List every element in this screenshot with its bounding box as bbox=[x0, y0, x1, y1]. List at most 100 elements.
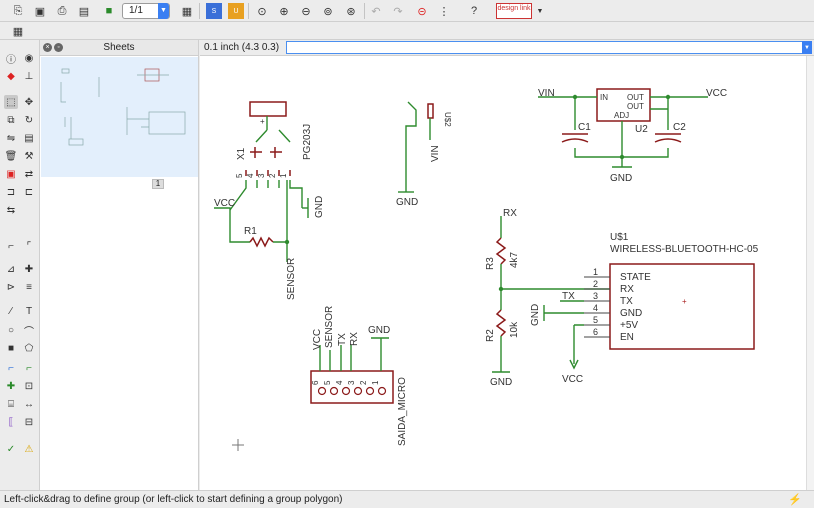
open-icon[interactable]: ⎘ bbox=[13, 4, 23, 17]
schematic-area: 0.1 inch (4.3 0.3) ▼ + X1 PG203J GND bbox=[200, 40, 814, 490]
x1-pin-2: 2 bbox=[268, 173, 277, 178]
vertical-scrollbar[interactable] bbox=[806, 56, 814, 490]
reg-out2-label: OUT bbox=[627, 102, 644, 111]
wrench-icon[interactable]: ⚒ bbox=[24, 150, 34, 162]
group-icon[interactable]: ⬚ bbox=[4, 95, 18, 109]
net-icon[interactable]: ⌐ bbox=[8, 362, 14, 374]
undo-icon[interactable]: ↶ bbox=[371, 5, 381, 18]
saida-micro-connector[interactable]: VCC SENSOR TX RX GND SAIDA_MICRO bbox=[310, 306, 408, 446]
command-line-input[interactable]: ▼ bbox=[286, 41, 812, 54]
info-icon[interactable]: ⓘ bbox=[6, 54, 16, 66]
stop-icon[interactable]: ⊝ bbox=[417, 5, 427, 18]
u1-ref-label: U$1 bbox=[610, 232, 629, 243]
smash-icon[interactable]: ✚ bbox=[24, 263, 34, 275]
text-icon[interactable]: T bbox=[25, 305, 33, 317]
add-icon[interactable]: ▣ bbox=[6, 168, 16, 180]
saida-micro-label: SAIDA_MICRO bbox=[397, 377, 408, 446]
bus-icon[interactable]: ⌐ bbox=[26, 362, 32, 374]
frame-icon[interactable]: ⟦ bbox=[8, 416, 14, 428]
x1-switch[interactable]: + X1 PG203J GND bbox=[229, 101, 325, 242]
mirror-icon[interactable]: ⇋ bbox=[6, 132, 16, 144]
circle-icon[interactable]: ○ bbox=[7, 324, 15, 336]
eye-icon[interactable]: ◉ bbox=[24, 52, 34, 64]
erc-icon[interactable]: ✓ bbox=[6, 443, 16, 455]
help-icon[interactable]: ? bbox=[470, 5, 478, 17]
board-switch-icon[interactable]: ■ bbox=[105, 5, 113, 17]
page-value: 1/1 bbox=[129, 5, 143, 16]
value-icon[interactable]: ⊳ bbox=[6, 281, 16, 293]
conn-pin-1: 1 bbox=[371, 380, 380, 385]
split-icon[interactable]: ⌐ bbox=[8, 240, 14, 252]
conn-tx-label: TX bbox=[337, 333, 348, 346]
attribute-icon[interactable]: ⌸ bbox=[8, 398, 14, 410]
reg-out1-label: OUT bbox=[627, 93, 644, 102]
chevron-down-icon[interactable]: ▼ bbox=[536, 7, 544, 15]
sheets-header: × ◦ Sheets bbox=[40, 40, 198, 56]
coordinate-display: 0.1 inch (4.3 0.3) bbox=[204, 42, 280, 53]
design-link-button[interactable]: design link bbox=[496, 3, 532, 19]
pause-icon[interactable]: ⋮ bbox=[438, 5, 450, 18]
r2-r3-divider[interactable]: RX R3 4k7 R2 10k GND bbox=[485, 208, 610, 388]
conn-pin-2: 2 bbox=[359, 380, 368, 385]
x1-pin-3: 3 bbox=[257, 173, 266, 178]
vcc-r1-label: VCC bbox=[214, 198, 235, 209]
redo-icon[interactable]: ↷ bbox=[393, 5, 403, 18]
r2-label: R2 bbox=[485, 329, 496, 342]
name-icon[interactable]: ≡ bbox=[26, 281, 32, 293]
invoke-icon[interactable]: ⊐ bbox=[6, 186, 16, 198]
save-icon[interactable]: ▣ bbox=[34, 5, 46, 18]
polygon-icon[interactable]: ⬠ bbox=[24, 342, 34, 354]
paste-icon[interactable]: ▤ bbox=[24, 132, 34, 144]
rect-icon[interactable]: ■ bbox=[7, 342, 15, 354]
u2-ref-part[interactable]: U$2 VIN GND bbox=[396, 101, 452, 208]
junction-icon[interactable]: ✚ bbox=[6, 380, 16, 392]
zoom-in-icon[interactable]: ⊕ bbox=[279, 5, 289, 18]
cam-icon[interactable]: ▤ bbox=[78, 5, 90, 18]
bt-pin-num-1: 1 bbox=[593, 267, 598, 277]
u2-regulator[interactable]: VIN VCC IN OUT OUT ADJ U2 C1 C2 GND bbox=[538, 88, 727, 184]
mark-icon[interactable]: ⊥ bbox=[24, 70, 34, 82]
script-icon[interactable]: S bbox=[206, 3, 222, 19]
r1-resistor[interactable]: VCC R1 SENSOR bbox=[214, 198, 297, 300]
close-icon[interactable]: × bbox=[43, 43, 52, 52]
dimension-icon[interactable]: ↔ bbox=[24, 398, 34, 410]
rotate-icon[interactable]: ↻ bbox=[24, 114, 34, 126]
delete-icon[interactable]: 🗑 bbox=[4, 150, 18, 162]
zoom-out-icon[interactable]: ⊖ bbox=[301, 5, 311, 18]
sheet-thumbnail-preview bbox=[60, 68, 186, 146]
schematic-canvas[interactable]: + X1 PG203J GND 5 4 3 2 1 bbox=[200, 56, 814, 490]
chevron-down-icon[interactable]: ▼ bbox=[802, 41, 812, 54]
zoom-last-icon[interactable]: ⊚ bbox=[323, 5, 333, 18]
gateswap-icon[interactable]: ⊏ bbox=[24, 186, 34, 198]
line-icon[interactable]: ∕ bbox=[10, 305, 12, 317]
page-selector[interactable]: 1/1 ▼ bbox=[122, 3, 170, 19]
float-icon[interactable]: ◦ bbox=[54, 43, 63, 52]
page-icon[interactable]: ▦ bbox=[181, 5, 193, 18]
print-icon[interactable]: ⎙ bbox=[57, 4, 67, 17]
conn-rx-label: RX bbox=[349, 332, 360, 346]
pinswap-icon[interactable]: ⇆ bbox=[6, 204, 16, 216]
warning-icon[interactable]: ⚠ bbox=[24, 443, 34, 455]
sheets-panel: × ◦ Sheets 1 bbox=[40, 40, 199, 490]
zoom-fit-icon[interactable]: ⊙ bbox=[257, 5, 267, 18]
module-icon[interactable]: ⊟ bbox=[24, 416, 34, 428]
coordinate-bar: 0.1 inch (4.3 0.3) ▼ bbox=[200, 40, 814, 56]
zoom-select-icon[interactable]: ⊛ bbox=[346, 5, 356, 18]
grid-icon[interactable]: ▦ bbox=[12, 25, 24, 38]
bt-name-label: WIRELESS-BLUETOOTH-HC-05 bbox=[610, 244, 759, 255]
miter-icon[interactable]: ⌜ bbox=[26, 240, 32, 252]
sheet-thumbnail[interactable] bbox=[41, 57, 198, 177]
replace-icon[interactable]: ⇄ bbox=[24, 168, 34, 180]
hc05-module[interactable]: + U$1 WIRELESS-BLUETOOTH-HC-05 TX GND VC… bbox=[530, 232, 759, 385]
conn-pin-6: 6 bbox=[311, 380, 320, 385]
copy-icon[interactable]: ⧉ bbox=[7, 114, 15, 126]
sheet-number[interactable]: 1 bbox=[152, 179, 164, 189]
tx-net-label: TX bbox=[562, 291, 575, 302]
move-icon[interactable]: ✥ bbox=[24, 96, 34, 108]
layers-icon[interactable]: ◆ bbox=[7, 70, 15, 82]
ulp-icon[interactable]: U bbox=[228, 3, 244, 19]
optimize-icon[interactable]: ⊿ bbox=[6, 263, 16, 275]
label-icon[interactable]: ⊡ bbox=[24, 380, 34, 392]
arc-icon[interactable]: ⌒ bbox=[24, 326, 34, 338]
sensor-r1-label: SENSOR bbox=[286, 258, 297, 300]
